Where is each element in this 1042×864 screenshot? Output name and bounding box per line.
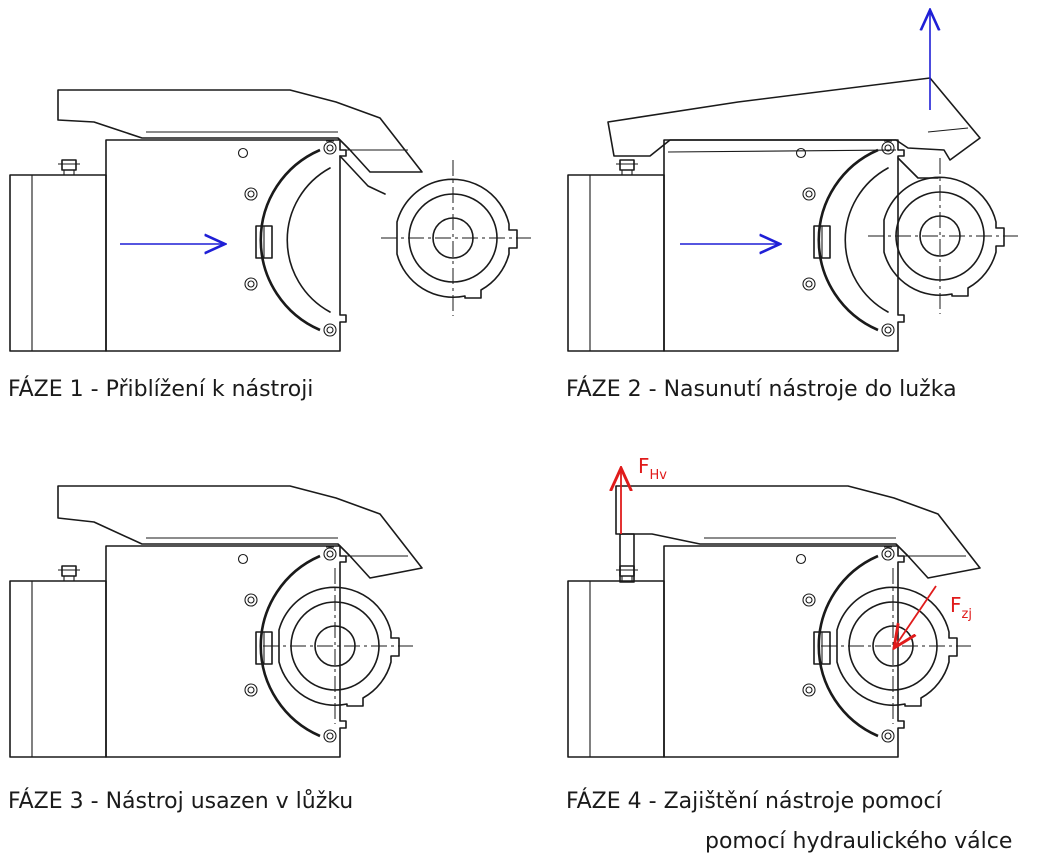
phase-1-caption: FÁZE 1 - Přiblížení k nástroji [8,376,313,402]
force-zj-arrow [894,585,937,648]
phase-3-drawing [9,485,423,758]
force-hv-label: FHv [638,454,667,483]
phase-1-drawing [9,89,532,352]
phase-2-drawing [567,10,1019,352]
phase-4-caption-line2: pomocí hydraulického válce [705,829,1012,854]
phase-4-drawing [567,468,981,758]
phase-4-caption-line1: FÁZE 4 - Zajištění nástroje pomocí [566,788,943,814]
phase-3-caption: FÁZE 3 - Nástroj usazen v lůžku [8,788,353,814]
phase-2-caption: FÁZE 2 - Nasunutí nástroje do lužka [566,376,957,402]
force-zj-label: Fzj [950,593,972,622]
